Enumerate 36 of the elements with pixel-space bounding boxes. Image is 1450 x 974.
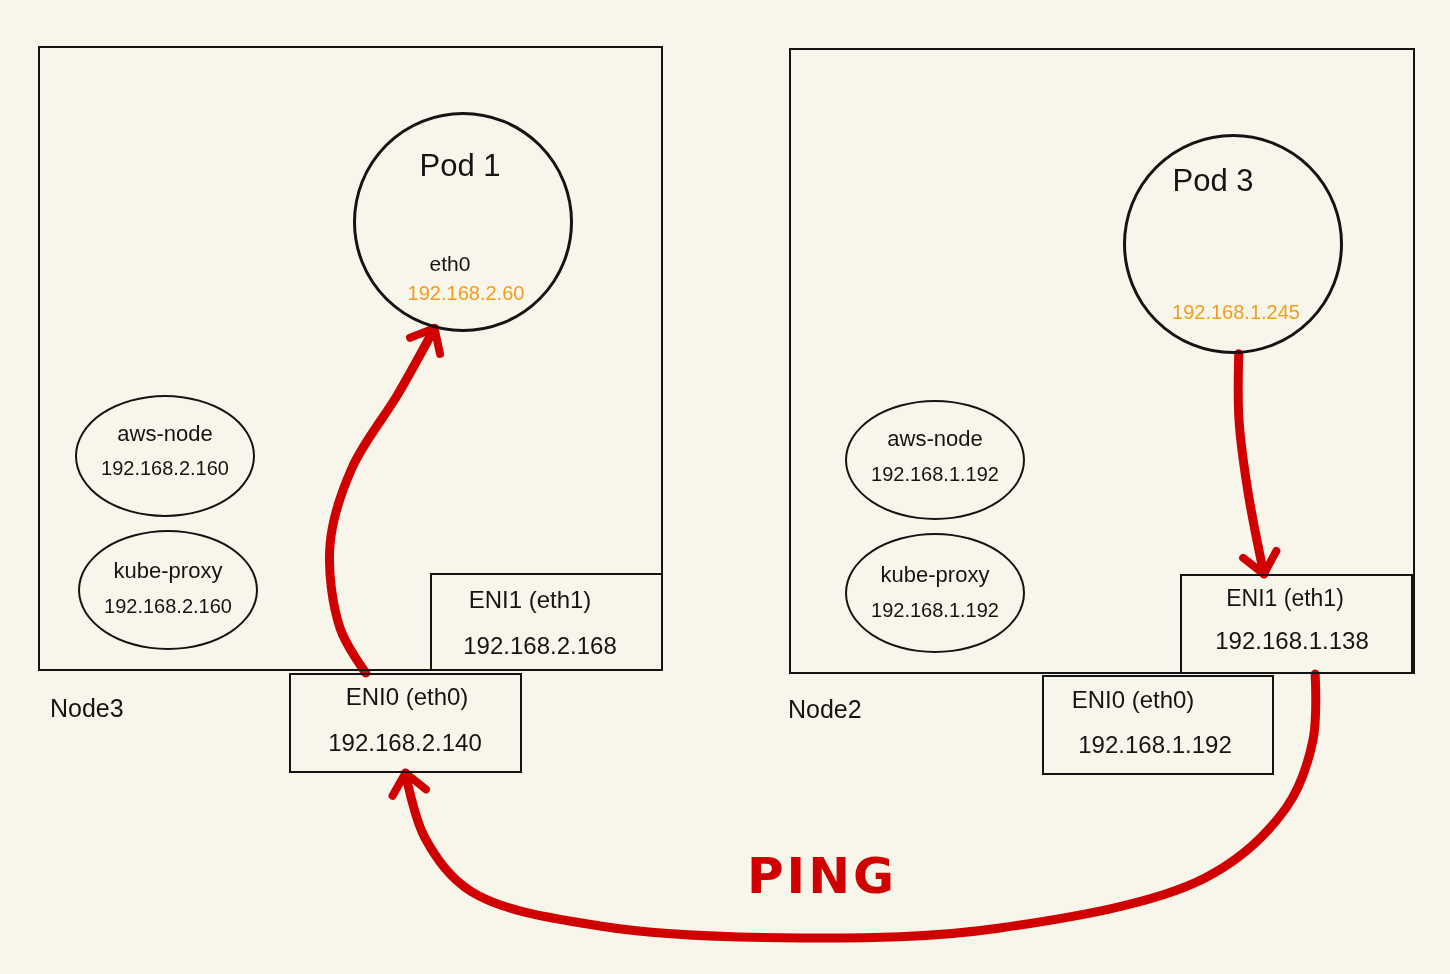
ip-address: 192.168.1.192 <box>871 598 999 622</box>
process-name: kube-proxy <box>880 562 990 588</box>
arrow <box>324 323 444 678</box>
interface-name: ENI1 (eth1) <box>1226 584 1344 612</box>
ip-address: 192.168.1.192 <box>871 462 999 486</box>
node-name: Node2 <box>788 694 862 724</box>
process-name: aws-node <box>887 426 983 452</box>
ip-address: 192.168.2.160 <box>101 456 229 480</box>
interface-name: ENI0 (eth0) <box>1071 686 1195 714</box>
process-name: aws-node <box>117 421 213 447</box>
arrow <box>1233 349 1281 579</box>
ip-address: 192.168.2.160 <box>104 594 232 618</box>
ip-address: 192.168.1.192 <box>1078 731 1232 759</box>
process-ellipse <box>75 395 255 517</box>
ip-address: 192.168.2.140 <box>328 729 482 757</box>
process-ellipse <box>845 533 1025 653</box>
ip-address: 192.168.1.245 <box>1172 300 1300 324</box>
pod-circle <box>353 112 573 332</box>
interface-box <box>430 573 663 671</box>
ip-address: 192.168.2.60 <box>407 281 525 305</box>
pod-name: Pod 3 <box>1172 163 1254 199</box>
process-name: kube-proxy <box>113 558 223 584</box>
ip-address: 192.168.2.168 <box>463 632 617 660</box>
process-ellipse <box>845 400 1025 520</box>
interface-box <box>289 673 522 773</box>
process-ellipse <box>78 530 258 650</box>
ip-address: 192.168.1.138 <box>1215 627 1369 655</box>
interface-name: eth0 <box>429 251 471 277</box>
pod-circle <box>1123 134 1343 354</box>
interface-box <box>1180 574 1413 674</box>
arrow <box>388 669 1321 943</box>
interface-name: ENI1 (eth1) <box>468 586 592 614</box>
node-name: Node3 <box>50 693 124 723</box>
interface-name: ENI0 (eth0) <box>345 683 469 711</box>
pod-name: Pod 1 <box>419 148 501 184</box>
interface-box <box>1042 675 1274 775</box>
